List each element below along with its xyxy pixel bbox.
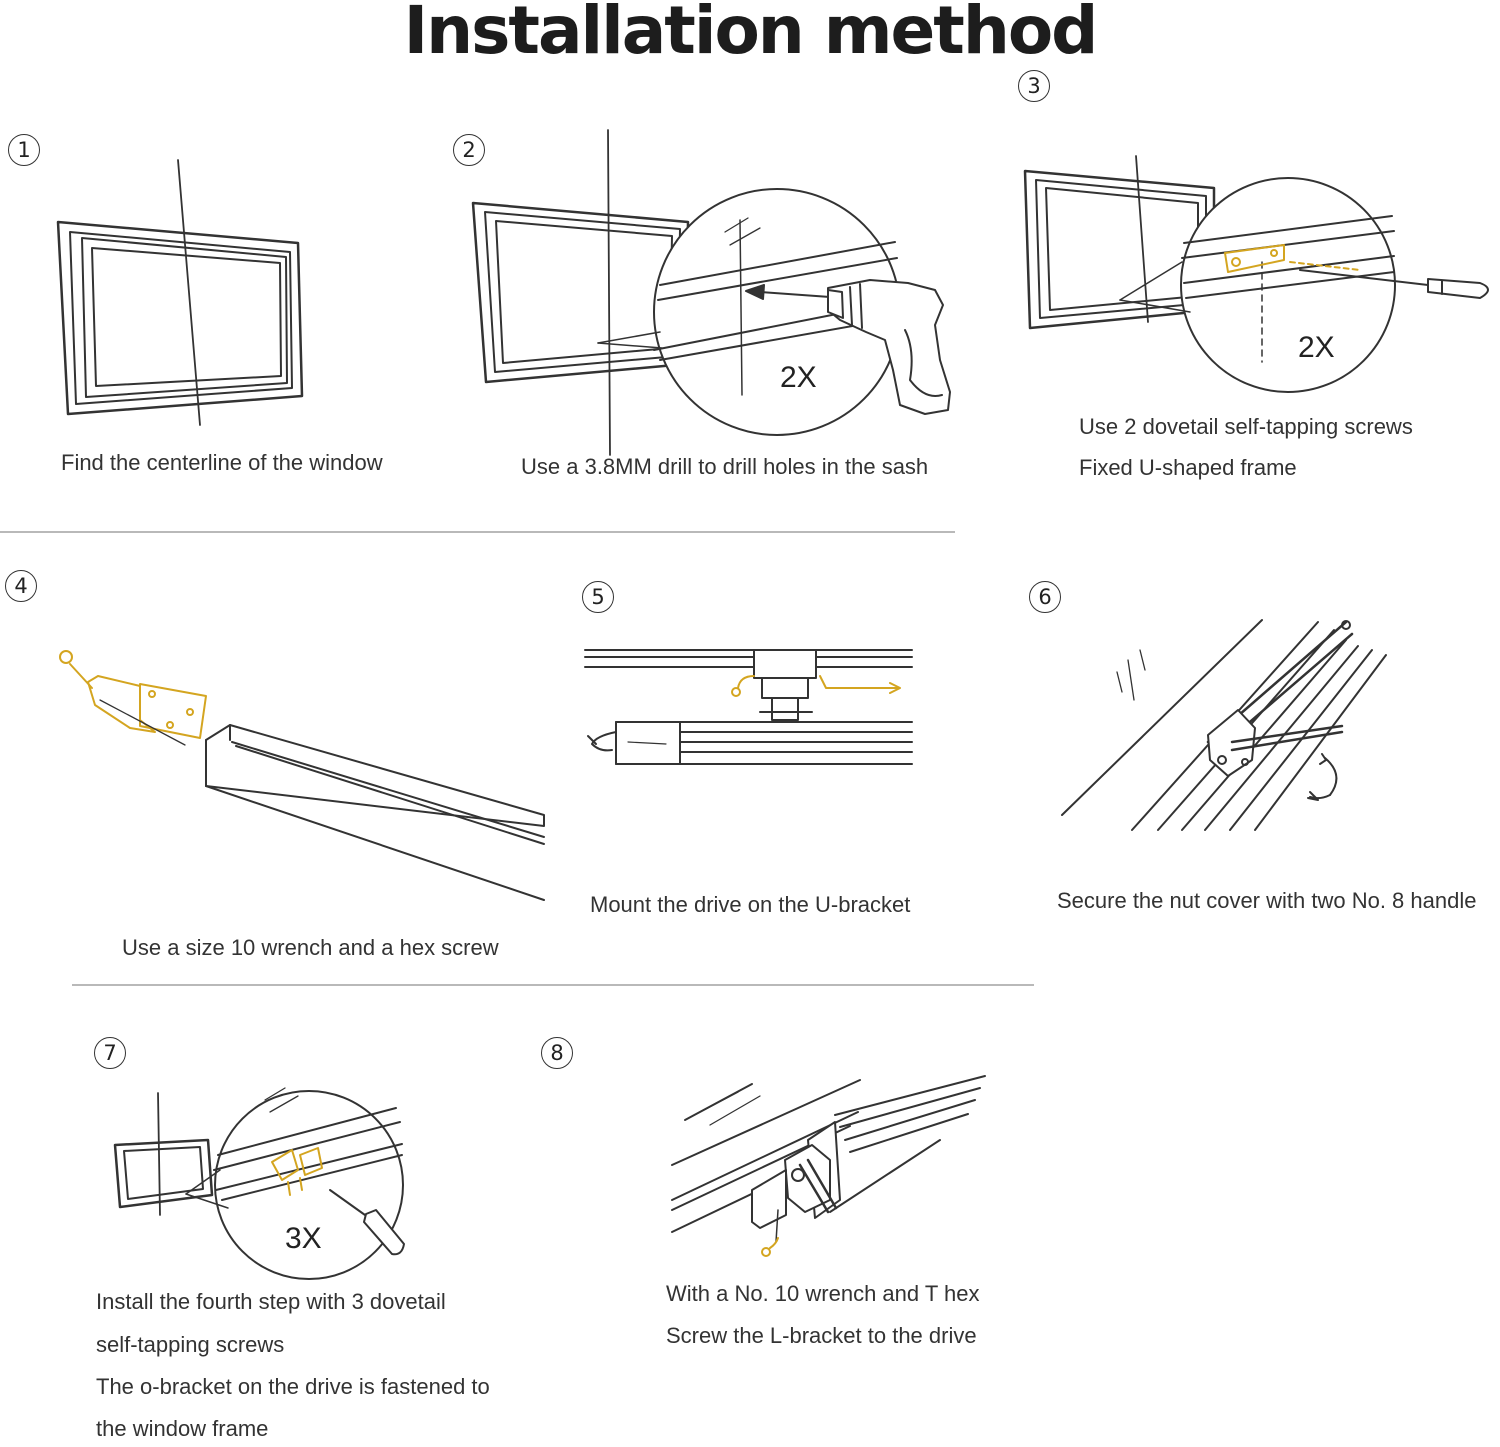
- page-title: Installation method: [403, 0, 1099, 69]
- divider-row2: [72, 984, 1034, 986]
- step-1-number: 1: [8, 134, 40, 166]
- step-4-bracket-highlight: [59, 650, 207, 746]
- step-7-caption-line-2: self-tapping screws: [96, 1332, 285, 1357]
- step-2-number: 2: [453, 134, 485, 166]
- step-2-caption: Use a 3.8MM drill to drill holes in the …: [521, 454, 929, 479]
- step-2-multiplier: 2X: [780, 361, 817, 394]
- step-4-caption: Use a size 10 wrench and a hex screw: [122, 935, 499, 960]
- step-8-number: 8: [541, 1037, 573, 1069]
- step-5-drive-illustration: [584, 649, 913, 765]
- step-8-caption-line-2: Screw the L-bracket to the drive: [666, 1323, 977, 1348]
- step-3-multiplier: 2X: [1298, 331, 1335, 364]
- step-8-caption-line-1: With a No. 10 wrench and T hex: [666, 1281, 980, 1306]
- step-3-screw-illustration: [1023, 155, 1489, 393]
- step-7-bracket-highlight: [271, 1147, 323, 1196]
- step-7-number: 7: [94, 1037, 126, 1069]
- divider-row1: [0, 531, 955, 533]
- step-6-caption: Secure the nut cover with two No. 8 hand…: [1057, 888, 1477, 913]
- step-7-screw-illustration: [113, 1087, 405, 1280]
- step-1-caption: Find the centerline of the window: [61, 450, 383, 475]
- step-3-caption-line-1: Use 2 dovetail self-tapping screws: [1079, 414, 1413, 439]
- step-7-caption-line-1: Install the fourth step with 3 dovetail: [96, 1289, 446, 1314]
- step-3-number: 3: [1018, 70, 1050, 102]
- step-3-caption-line-2: Fixed U-shaped frame: [1079, 455, 1297, 480]
- step-5-number: 5: [582, 581, 614, 613]
- step-5-caption: Mount the drive on the U-bracket: [590, 892, 911, 917]
- step-2-drill-illustration: [471, 129, 951, 456]
- step-3-bracket-highlight: [1224, 244, 1361, 273]
- step-7-multiplier: 3X: [285, 1222, 322, 1255]
- step-4-drive-illustration: [205, 724, 545, 901]
- step-8-bracket-illustration: [671, 1075, 986, 1243]
- step-6-handle-illustration: [1061, 619, 1387, 831]
- step-7-caption-line-4: the window frame: [96, 1416, 269, 1441]
- step-7-caption-line-3: The o-bracket on the drive is fastened t…: [96, 1374, 490, 1399]
- step-4-number: 4: [5, 570, 37, 602]
- step-1-window-illustration: [56, 159, 304, 426]
- step-8-screw-highlight: [761, 1237, 779, 1257]
- step-6-number: 6: [1029, 581, 1061, 613]
- step-5-screw-highlight: [731, 675, 901, 697]
